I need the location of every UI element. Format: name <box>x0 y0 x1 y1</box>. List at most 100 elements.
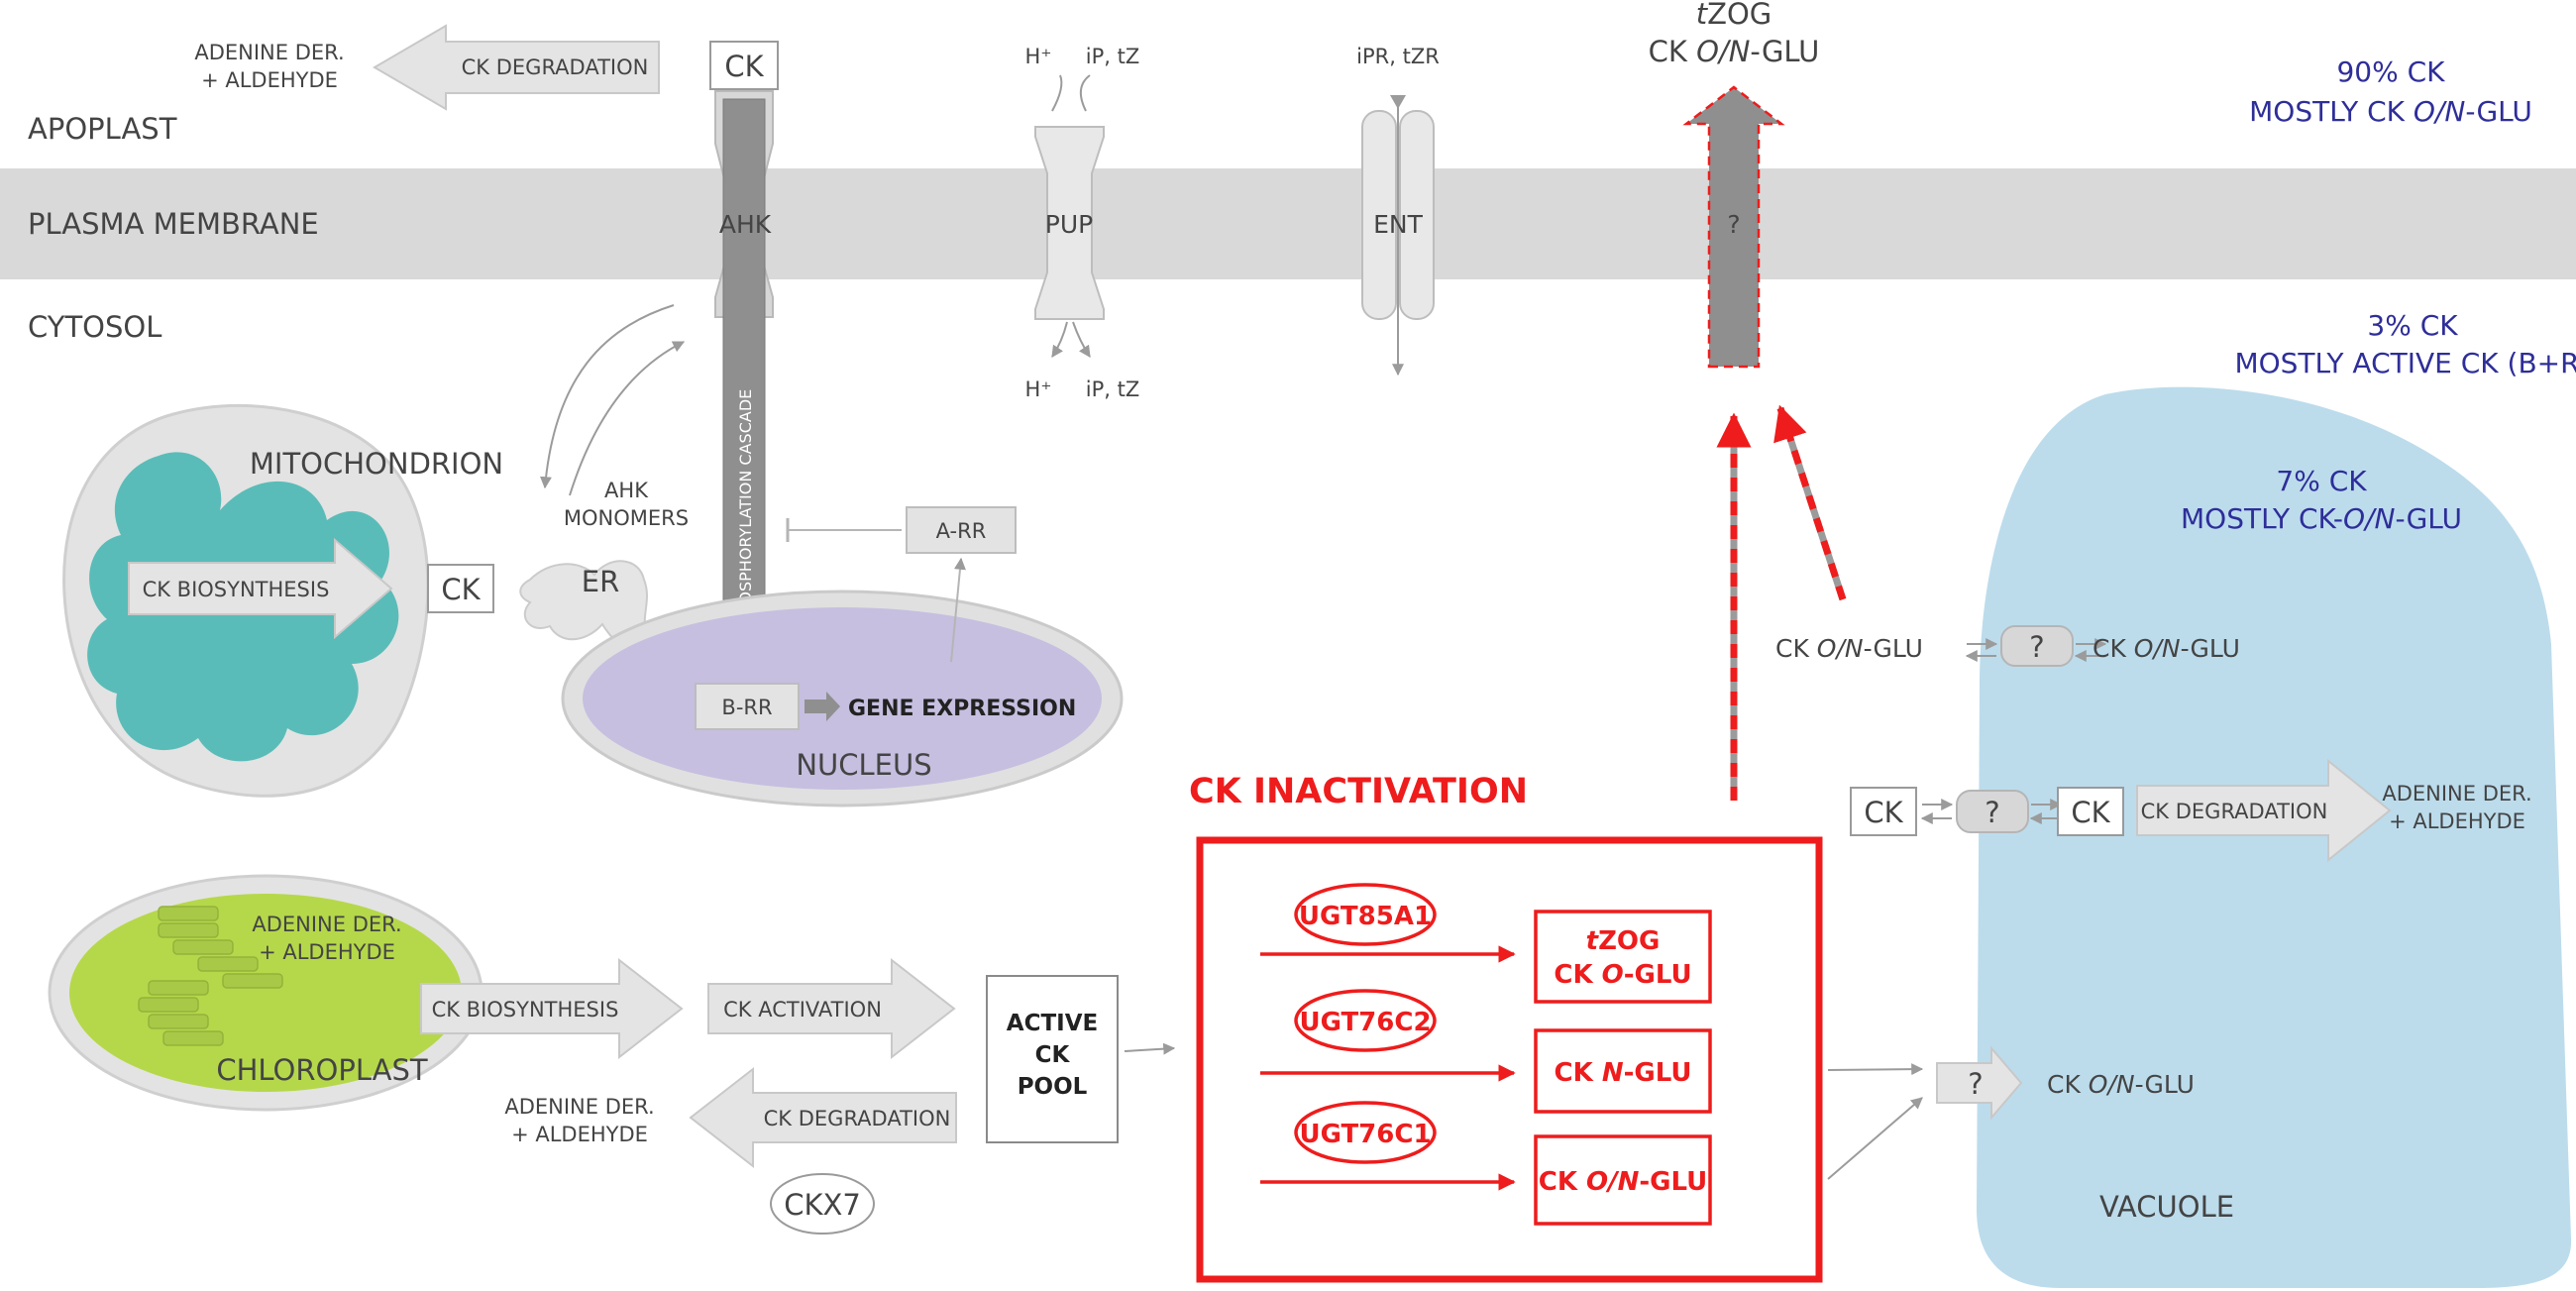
vac-glu-right-label: CK O/N-GLU <box>2093 634 2240 663</box>
ahk-to-er-arrow <box>539 304 675 489</box>
nucleus-interior <box>583 607 1102 790</box>
apoplast-stat-note: MOSTLY CK O/N-GLU <box>2249 95 2532 128</box>
a-rr-label: A-RR <box>936 519 987 543</box>
b-rr-label: B-RR <box>721 696 772 719</box>
pup-out-arrow-2 <box>1072 321 1091 358</box>
chloro-biosynthesis-label: CK BIOSYNTHESIS <box>432 998 619 1022</box>
enzyme-ugt76c2 <box>1294 989 1437 1052</box>
vac-import-q: ? <box>1968 1067 1983 1101</box>
cytosol-label: CYTOSOL <box>28 310 161 344</box>
er-label: ER <box>582 565 619 598</box>
b-rr-to-gene-arrow <box>805 692 840 721</box>
active-ck-pool-line2: CK <box>1035 1042 1071 1068</box>
pup-out-arrow-1 <box>1051 321 1068 358</box>
chloro-biosynthesis-arrow <box>420 957 684 1060</box>
pup-h-top: H⁺ <box>1025 45 1052 68</box>
top-degradation-label: CK DEGRADATION <box>462 55 649 79</box>
ckx7-label: CKX7 <box>784 1188 861 1222</box>
b-rr-box <box>695 683 800 730</box>
top-ck-box <box>709 41 779 90</box>
product-tzog-box <box>1534 910 1712 1004</box>
plasma-membrane-label: PLASMA MEMBRANE <box>28 207 319 241</box>
chloro-deg-adenine-line2: + ALDEHYDE <box>511 1123 648 1146</box>
enzyme-ugt76c1-label: UGT76C1 <box>1299 1120 1431 1149</box>
vac-adenine-line1: ADENINE DER. <box>2382 782 2531 806</box>
vac-degradation-arrow <box>2136 758 2392 863</box>
phosphorylation-cascade-label: PHOSPHORYLATION CASCADE <box>736 389 755 626</box>
vac-ck-transporter <box>1956 790 2029 833</box>
ahk-monomers-line2: MONOMERS <box>564 506 689 530</box>
vac-glu-left-label: CK O/N-GLU <box>1775 634 1923 663</box>
product-tzog-line1: tZOG <box>1586 926 1661 956</box>
vacuole-shape <box>1977 386 2572 1288</box>
vacuole-stat-pct: 7% CK <box>2276 465 2367 497</box>
enzyme-ugt76c1 <box>1294 1101 1437 1164</box>
mitochondrion-label: MITOCHONDRION <box>250 447 503 481</box>
product-n-glu-label: CK N-GLU <box>1555 1058 1692 1088</box>
a-rr-box <box>906 506 1017 554</box>
enzyme-ugt85a1-label: UGT85A1 <box>1299 902 1432 931</box>
vac-ck-transporter-q: ? <box>1985 796 1999 829</box>
vacuole-label: VACUOLE <box>2099 1190 2234 1224</box>
top-adenine-line2: + ALDEHYDE <box>201 68 338 92</box>
gene-expression-label: GENE EXPRESSION <box>848 697 1076 721</box>
apoplast-label: APOPLAST <box>28 112 177 146</box>
vac-ck-left-box <box>1850 787 1917 836</box>
active-ck-pool-line1: ACTIVE <box>1007 1011 1098 1036</box>
product-on-glu-label: CK O/N-GLU <box>1539 1167 1708 1197</box>
vac-ck-right-box <box>2057 787 2124 836</box>
mito-ck-box <box>427 564 494 613</box>
enzyme-ugt85a1 <box>1294 883 1437 946</box>
export-transporter-arrow <box>1682 85 1785 369</box>
mito-ck-label: CK <box>441 573 481 606</box>
active-ck-pool-box <box>986 975 1119 1143</box>
cytosol-stat-pct: 3% CK <box>2367 309 2458 342</box>
chloroplast-label: CHLOROPLAST <box>216 1053 428 1087</box>
product-n-glu-box <box>1534 1028 1712 1114</box>
pup-transporter <box>1034 126 1105 320</box>
ent-transporter-right <box>1399 110 1435 320</box>
chloro-deg-adenine-line1: ADENINE DER. <box>504 1095 654 1119</box>
ahk-label: AHK <box>719 210 772 239</box>
glu-to-vacuole-arrow-2 <box>1827 1097 1923 1180</box>
product-on-glu-box <box>1534 1134 1712 1226</box>
gene-to-arr-arrow <box>950 557 966 663</box>
pup-ip-top: iP, tZ <box>1086 45 1139 68</box>
apoplast-stat-pct: 90% CK <box>2336 55 2445 88</box>
cytosol-stat-note: MOSTLY ACTIVE CK (B+R) <box>2234 347 2576 379</box>
ck-activation-label: CK ACTIVATION <box>723 998 882 1022</box>
ck-activation-arrow <box>707 957 956 1060</box>
ent-riboside-label: iPR, tZR <box>1356 45 1440 68</box>
ckx7-ellipse <box>770 1173 875 1235</box>
pool-to-inactivation-arrow <box>1124 1042 1176 1055</box>
pup-h-bottom: H⁺ <box>1025 377 1052 401</box>
mito-biosynthesis-label: CK BIOSYNTHESIS <box>143 578 330 601</box>
vac-glu-transporter-q: ? <box>2029 630 2044 664</box>
ent-flow-head-top <box>1390 95 1406 109</box>
product-tzog-line2: CK O-GLU <box>1554 960 1691 990</box>
plasma-membrane-band <box>0 168 2576 279</box>
vac-ck-left-label: CK <box>1864 796 1903 829</box>
pup-in-line-1 <box>1051 74 1063 112</box>
ck-inactivation-title: CK INACTIVATION <box>1189 772 1528 811</box>
export-product-line2: CK O/N-GLU <box>1649 35 1820 68</box>
ahk-monomers-line1: AHK <box>604 479 649 502</box>
active-ck-pool-line3: POOL <box>1018 1074 1088 1100</box>
vac-import-glu-label: CK O/N-GLU <box>2047 1070 2195 1099</box>
glu-to-vacuole-arrow-1 <box>1827 1063 1924 1076</box>
top-adenine-line1: ADENINE DER. <box>194 41 344 64</box>
pup-in-line-2 <box>1079 74 1091 112</box>
chloroplast-thylakoids <box>138 906 283 1046</box>
nucleus-label: NUCLEUS <box>796 748 931 782</box>
pup-label: PUP <box>1045 210 1093 239</box>
ck-inactivation-box <box>1196 836 1823 1283</box>
pup-ip-bottom: iP, tZ <box>1086 377 1139 401</box>
ent-transporter-left <box>1361 110 1397 320</box>
export-flow-diagonal <box>1773 404 1847 601</box>
enzyme-ugt76c2-label: UGT76C2 <box>1299 1008 1431 1037</box>
top-ck-label: CK <box>724 50 764 83</box>
export-transporter-q: ? <box>1727 210 1740 239</box>
chloroplast-adenine-line1: ADENINE DER. <box>252 913 401 936</box>
chloro-degradation-label: CK DEGRADATION <box>764 1107 951 1130</box>
